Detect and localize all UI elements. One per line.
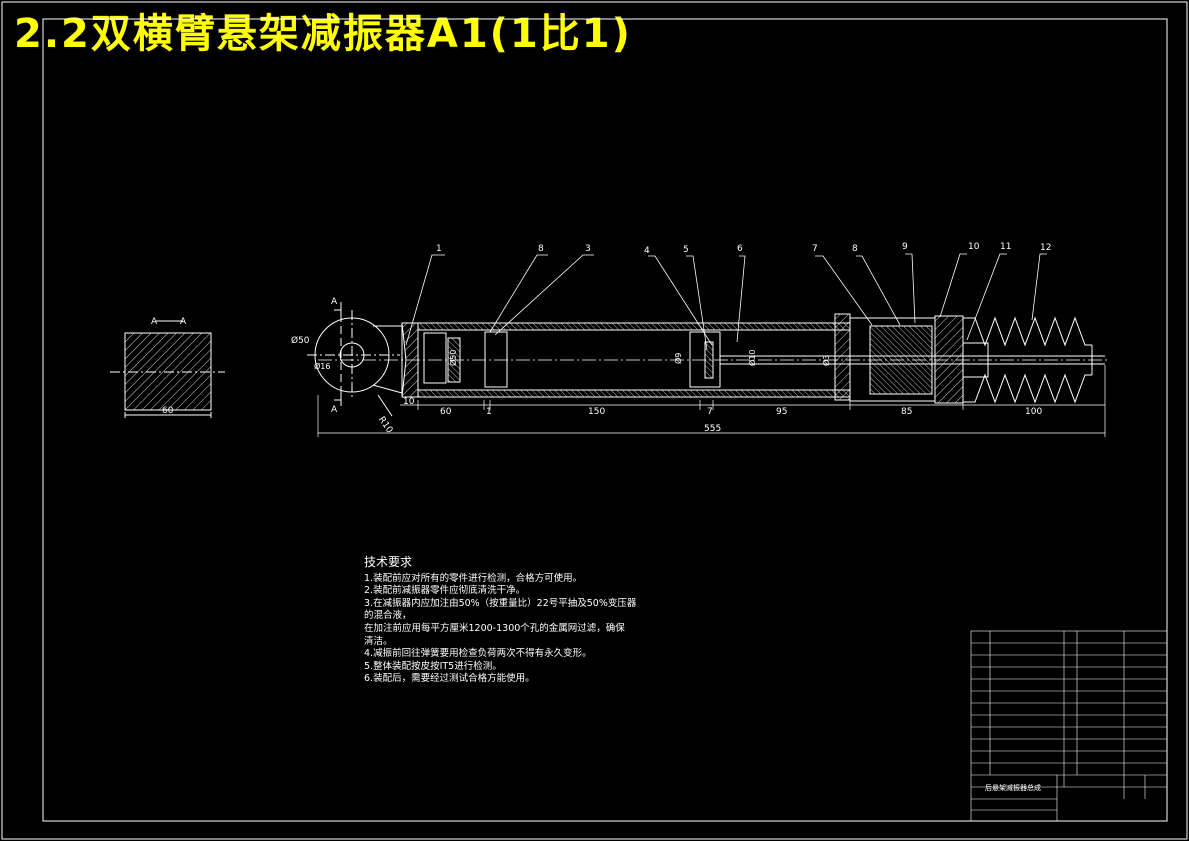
eye-hole-diameter: Ø16 [314,361,330,371]
tech-requirement-line: 清洁。 [364,635,393,647]
tech-requirements-heading: 技术要求 [364,555,413,569]
part-number: 3 [585,244,591,254]
dim-60: 60 [440,407,452,417]
dim-100: 100 [1025,407,1042,417]
mounting-eye [307,302,403,417]
section-label-left: A [151,317,158,327]
section-mark-bottom: A [331,405,338,415]
dim-95: 95 [776,407,787,417]
tech-requirement-line: 4.减振前回往弹簧要用检查负荷两次不得有永久变形。 [364,648,592,660]
technical-requirements: 技术要求 1.装配前应对所有的零件进行检测，合格方可使用。 2.装配前减振器零件… [364,556,636,686]
part-number: 9 [902,242,908,252]
eye-outer-diameter: Ø50 [291,335,310,346]
part-number: 7 [812,244,818,254]
dim-85: 85 [901,407,912,417]
drawing-title: 2.2双横臂悬架减振器A1(1比1) [14,11,632,57]
tech-requirement-line: 6.装配后，需要经过测试合格方能使用。 [364,673,535,685]
section-width-dim: 60 [162,406,174,416]
dim-piston-dia: Ø9 [673,353,683,364]
part-number: 6 [737,244,743,254]
dim-total: 555 [704,424,721,434]
eye-radius: R10 [376,415,395,435]
part-number: 5 [683,245,689,255]
inner-frame [42,18,1168,822]
tech-requirement-line: 1.装配前应对所有的零件进行检测，合格方可使用。 [364,572,583,584]
dim-rod-dia: Ø10 [747,350,757,366]
tech-requirement-line: 的混合液， [364,610,412,622]
section-label-right: A [180,317,187,327]
part-leaders [405,253,1047,351]
dim-10: 10 [403,397,415,407]
tech-requirement-line: 在加注前应用每平方厘米1200-1300个孔的金属网过滤，确保 [364,622,625,634]
part-number: 8 [538,244,544,254]
section-mark-top: A [331,297,338,307]
part-number: 1 [436,244,442,254]
part-number: 12 [1040,243,1051,253]
tech-requirement-line: 3.在减振器内应加注由50%（按重量比）22号平抽及50%变压器 [364,597,637,609]
dim-1: 1 [486,407,492,417]
section-a-a-view [110,320,225,418]
part-number: 11 [1000,242,1011,252]
title-block-drawing-name: 后悬架减振器总成 [985,783,1041,792]
title-block [970,630,1168,822]
dimension-lines [317,365,1106,437]
dim-150: 150 [588,407,605,417]
dim-bore-dia: Ø50 [448,350,458,366]
shock-absorber-section [318,313,1110,404]
tech-requirement-line: 5.整体装配按皮按IT5进行检测。 [364,660,502,672]
dim-7: 7 [707,407,713,417]
tech-requirement-line: 2.装配前减振器零件应彻底清洗干净。 [364,585,526,597]
part-number: 10 [968,242,980,252]
part-number: 8 [852,244,858,254]
part-number: 4 [644,246,650,256]
dim-cyl-dia: Ø3 [821,355,831,366]
